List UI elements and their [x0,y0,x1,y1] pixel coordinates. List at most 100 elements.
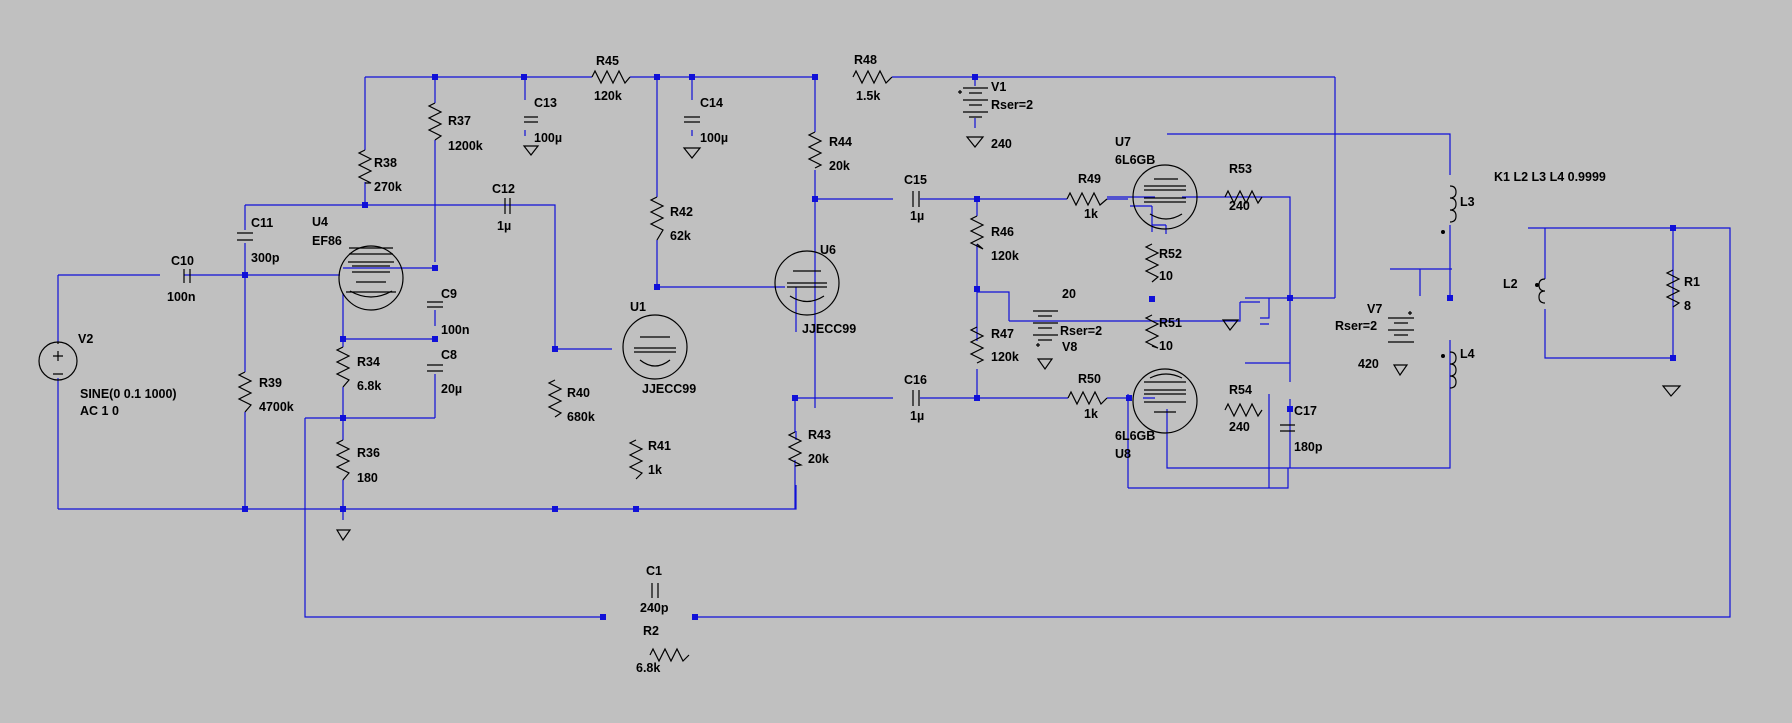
label-R39-name: R39 [259,376,282,390]
label-U8-name: U8 [1115,447,1131,461]
label-C10-name: C10 [171,254,194,268]
label-R52-value: 10 [1159,269,1173,283]
label-R34-value: 6.8k [357,379,381,393]
label-R1-value: 8 [1684,299,1691,313]
label-C9-value: 100n [441,323,470,337]
label-R2-value: 6.8k [636,661,660,675]
label-C11-value: 300p [251,251,280,265]
resistor-R47 [969,326,985,364]
tube-U8 [1132,368,1198,434]
label-R41-name: R41 [648,439,671,453]
label-C16-name: C16 [904,373,927,387]
label-R2-name: R2 [643,624,659,638]
label-R51-value: 10 [1159,339,1173,353]
label-C17-value: 180p [1294,440,1323,454]
label-U8-value: 6L6GB [1115,429,1155,443]
capacitor-C17 [1280,424,1295,432]
capacitor-C13 [524,116,538,123]
label-R43-value: 20k [808,452,829,466]
labels: R45 120k R48 1.5k C13 100µ C14 100µ V1 R… [78,53,1700,675]
resistor-R52 [1144,243,1160,283]
label-C16-value: 1µ [910,409,924,423]
label-R40-name: R40 [567,386,590,400]
inductor-L2 [1535,278,1546,304]
resistor-R50 [1067,390,1108,406]
label-R1-name: R1 [1684,275,1700,289]
label-U4-name: U4 [312,215,328,229]
label-U6-name: U6 [820,243,836,257]
label-L4-name: L4 [1460,347,1475,361]
label-R44-name: R44 [829,135,852,149]
source-V2 [38,341,78,381]
label-R40-value: 680k [567,410,595,424]
ground-C13 [522,145,540,156]
label-V1-voltage: 240 [991,137,1012,151]
capacitor-C14 [684,116,700,123]
label-R49-value: 1k [1084,207,1098,221]
resistor-R45 [591,69,631,85]
label-V8-name: V8 [1062,340,1077,354]
resistor-R54 [1224,402,1263,418]
label-U1-name: U1 [630,300,646,314]
label-C10-value: 100n [167,290,196,304]
label-V7-voltage: 420 [1358,357,1379,371]
ground-R36 [335,529,352,542]
label-V1-value: Rser=2 [991,98,1033,112]
label-C14-value: 100µ [700,131,728,145]
label-R44-value: 20k [829,159,850,173]
resistor-R1 [1665,269,1681,308]
resistor-R53 [1224,189,1263,205]
label-V1-name: V1 [991,80,1006,94]
resistor-R48 [852,69,893,85]
label-V2-value: SINE(0 0.1 1000) [80,387,177,401]
label-R46-name: R46 [991,225,1014,239]
ground-V1 [965,136,985,148]
label-C17-name: C17 [1294,404,1317,418]
resistor-R38 [357,149,373,184]
label-C8-value: 20µ [441,382,462,396]
ground-V7 [1392,364,1409,377]
label-R54-name: R54 [1229,383,1252,397]
resistor-R34 [335,346,351,388]
label-L2-name: L2 [1503,277,1518,291]
label-R36-value: 180 [357,471,378,485]
label-R48-value: 1.5k [856,89,880,103]
label-U6-value: JJECC99 [802,322,856,336]
label-R42-value: 62k [670,229,691,243]
inductor-L4 [1441,351,1457,389]
label-R36-name: R36 [357,446,380,460]
label-R45-value: 120k [594,89,622,103]
capacitor-C15 [912,191,920,207]
label-U7-value: 6L6GB [1115,153,1155,167]
battery-V7 [1388,311,1414,343]
resistor-R2 [649,647,690,663]
label-U7-name: U7 [1115,135,1131,149]
label-C12-value: 1µ [497,219,511,233]
capacitor-C9 [427,301,443,308]
label-R54-value: 240 [1229,420,1250,434]
label-V7-value: Rser=2 [1335,319,1377,333]
ground-R1 [1661,385,1682,397]
label-R52-name: R52 [1159,247,1182,261]
label-U1-value: JJECC99 [642,382,696,396]
tube-U1 [622,314,688,380]
tube-U7 [1132,164,1198,230]
capacitor-C16 [912,390,920,406]
label-C11-name: C11 [251,216,273,230]
resistor-R40 [547,379,563,418]
capacitor-C8 [427,364,443,372]
spice-directive: K1 L2 L3 L4 0.9999 [1494,170,1606,184]
label-C8-name: C8 [441,348,457,362]
components [38,69,1682,663]
label-R49-name: R49 [1078,172,1101,186]
resistor-R42 [649,196,665,241]
label-R50-name: R50 [1078,372,1101,386]
label-C13-value: 100µ [534,131,562,145]
junctions [242,74,1676,620]
label-R38-value: 270k [374,180,402,194]
label-C1-name: C1 [646,564,662,578]
label-C15-value: 1µ [910,209,924,223]
resistor-R49 [1066,191,1108,207]
label-R42-name: R42 [670,205,693,219]
